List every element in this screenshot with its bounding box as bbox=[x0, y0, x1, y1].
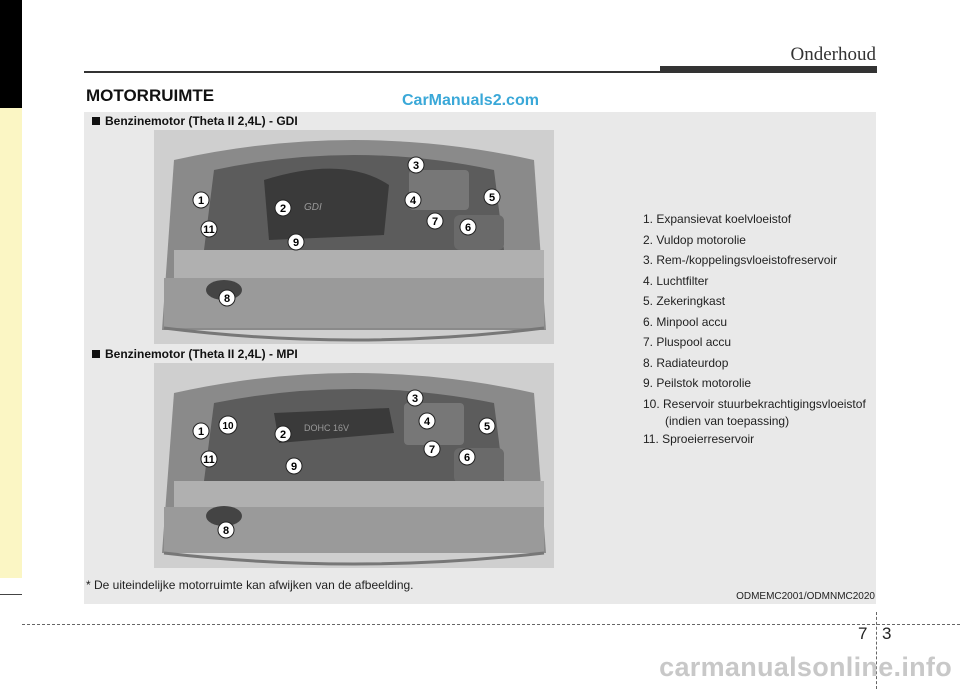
legend-item: 7. Pluspool accu bbox=[643, 335, 732, 349]
callout-7: 7 bbox=[426, 212, 444, 230]
footer-dashed-divider bbox=[876, 612, 877, 689]
callout-6: 6 bbox=[459, 218, 477, 236]
svg-text:2: 2 bbox=[280, 429, 286, 441]
engine-gdi-callouts: 1 2 3 4 5 6 7 8 9 11 bbox=[192, 156, 501, 307]
engine-gdi-label: Benzinemotor (Theta II 2,4L) - GDI bbox=[105, 114, 298, 128]
chapter-tab-yellow bbox=[0, 108, 22, 578]
chapter-tab-black bbox=[0, 0, 22, 108]
callout-5: 5 bbox=[483, 188, 501, 206]
bullet-square-icon bbox=[92, 350, 100, 358]
legend-item: 1. Expansievat koelvloeistof bbox=[643, 212, 792, 226]
callout-8: 8 bbox=[217, 521, 235, 539]
page-title: MOTORRUIMTE bbox=[86, 86, 215, 105]
svg-text:6: 6 bbox=[465, 222, 471, 234]
legend-item: 4. Luchtfilter bbox=[643, 273, 709, 288]
legend-item: 11. Sproeierreservoir bbox=[643, 432, 755, 446]
callout-10: 10 bbox=[218, 415, 238, 435]
callout-4: 4 bbox=[404, 191, 422, 209]
callout-3: 3 bbox=[407, 156, 425, 174]
image-code: ODMEMC2001/ODMNMC2020 bbox=[736, 591, 875, 602]
svg-text:10: 10 bbox=[222, 421, 234, 432]
legend-item: 2. Vuldop motorolie bbox=[643, 232, 746, 247]
svg-text:4: 4 bbox=[410, 195, 417, 207]
svg-text:5: 5 bbox=[484, 421, 490, 433]
legend-item: 3. Rem-/koppelingsvloeistofreservoir bbox=[643, 253, 838, 267]
legend-item: 10. Reservoir stuurbekrachtigingsvloeist… bbox=[643, 396, 866, 411]
engine-mpi-label: Benzinemotor (Theta II 2,4L) - MPI bbox=[105, 347, 298, 361]
svg-text:4: 4 bbox=[424, 416, 431, 428]
engine-mpi-heading: Benzinemotor (Theta II 2,4L) - MPI bbox=[92, 347, 298, 361]
chapter-number: 7 bbox=[858, 624, 868, 643]
svg-text:11: 11 bbox=[203, 224, 215, 236]
engine-cover-text: DOHC 16V bbox=[304, 423, 349, 433]
watermark-bottom[interactable]: carmanualsonline.info bbox=[659, 652, 952, 682]
footnote: * De uiteindelijke motorruimte kan afwij… bbox=[86, 578, 414, 592]
callout-11: 11 bbox=[200, 450, 218, 468]
callout-4: 4 bbox=[418, 412, 436, 430]
callout-9: 9 bbox=[287, 233, 305, 251]
svg-text:6: 6 bbox=[464, 452, 470, 464]
engine-bay-gdi-illustration: GDI bbox=[154, 130, 554, 344]
svg-text:8: 8 bbox=[223, 525, 229, 537]
svg-text:9: 9 bbox=[291, 461, 297, 473]
svg-text:3: 3 bbox=[413, 160, 419, 172]
legend-item: 5. Zekeringkast bbox=[643, 294, 726, 308]
svg-text:7: 7 bbox=[429, 444, 435, 456]
svg-text:5: 5 bbox=[489, 192, 495, 204]
legend-item: 6. Minpool accu bbox=[643, 314, 728, 329]
callout-9: 9 bbox=[285, 457, 303, 475]
header-rule-thick bbox=[660, 66, 877, 73]
svg-text:1: 1 bbox=[198, 195, 204, 207]
svg-text:3: 3 bbox=[412, 393, 418, 405]
engine-cover-text: GDI bbox=[304, 202, 322, 213]
svg-text:11: 11 bbox=[203, 454, 215, 466]
engine-bay-mpi-illustration: DOHC 16V bbox=[154, 363, 554, 568]
callout-5: 5 bbox=[478, 417, 496, 435]
section-header: Onderhoud bbox=[790, 44, 876, 65]
side-divider bbox=[0, 594, 22, 595]
watermark-top[interactable]: CarManuals2.com bbox=[402, 92, 539, 109]
footer-dashed-rule bbox=[22, 624, 960, 625]
legend-item: 9. Peilstok motorolie bbox=[643, 376, 752, 390]
callout-2: 2 bbox=[274, 199, 292, 217]
component-legend: 1. Expansievat koelvloeistof 2. Vuldop m… bbox=[643, 209, 866, 450]
svg-text:8: 8 bbox=[224, 293, 230, 305]
svg-text:1: 1 bbox=[198, 426, 204, 438]
callout-2: 2 bbox=[274, 425, 292, 443]
callout-7: 7 bbox=[423, 440, 441, 458]
callout-6: 6 bbox=[458, 448, 476, 466]
callout-11: 11 bbox=[200, 220, 218, 238]
svg-text:7: 7 bbox=[432, 216, 438, 228]
legend-item-note: (indien van toepassing) bbox=[665, 414, 790, 428]
svg-text:2: 2 bbox=[280, 203, 286, 215]
svg-text:9: 9 bbox=[293, 237, 299, 249]
callout-3: 3 bbox=[406, 389, 424, 407]
engine-gdi-heading: Benzinemotor (Theta II 2,4L) - GDI bbox=[92, 114, 298, 128]
engine-mpi-callouts: 1 10 2 3 4 5 6 7 8 9 11 bbox=[192, 389, 496, 539]
legend-item: 8. Radiateurdop bbox=[643, 355, 729, 370]
callout-1: 1 bbox=[192, 191, 210, 209]
callout-8: 8 bbox=[218, 289, 236, 307]
bullet-square-icon bbox=[92, 117, 100, 125]
page-number: 3 bbox=[882, 624, 892, 643]
callout-1: 1 bbox=[192, 422, 210, 440]
header-rule bbox=[84, 71, 660, 73]
